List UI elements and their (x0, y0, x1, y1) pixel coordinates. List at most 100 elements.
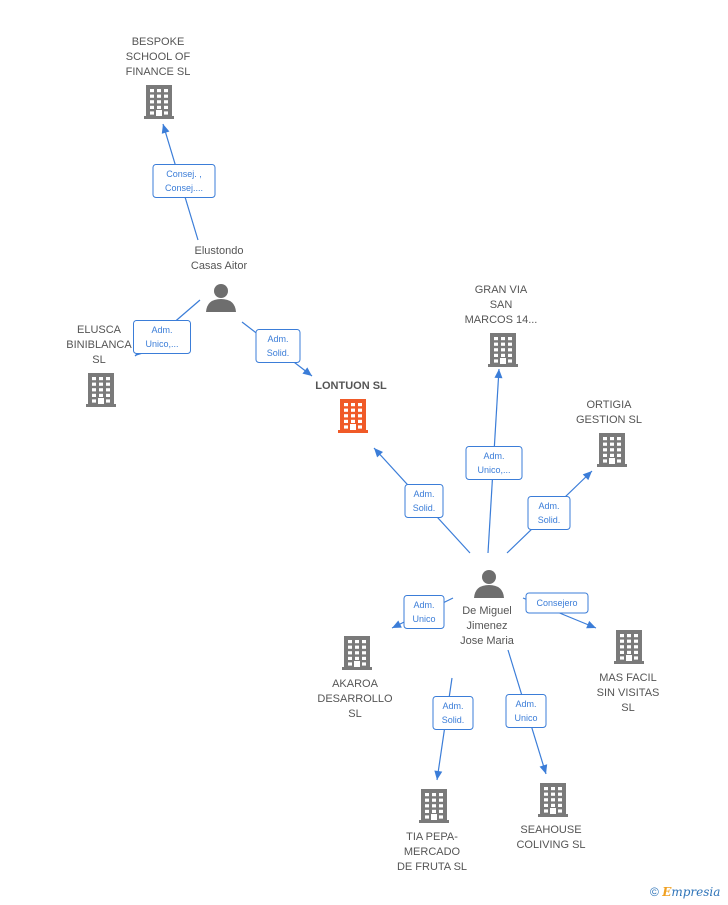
edge-elustondo-to-lontuon[interactable]: Adm. Solid. (241, 321, 313, 377)
node-lontuon[interactable]: LONTUON SL (315, 380, 387, 433)
node-label-line: SL (92, 354, 105, 366)
arrowhead-icon (494, 369, 503, 379)
node-label-line: DESARROLLO (317, 693, 393, 705)
building-icon (86, 373, 116, 407)
edge-label-line: Solid. (442, 715, 465, 725)
edge-label-line: Adm. (515, 699, 536, 709)
edge-demiguel-to-granvia[interactable]: Adm. Unico,... (465, 368, 523, 554)
person-icon (474, 570, 504, 598)
edge-label-box (465, 446, 523, 480)
node-label-line: Casas Aitor (191, 260, 248, 272)
node-label-line: SEAHOUSE (520, 824, 581, 836)
edge-label-line: Consej. , (166, 169, 202, 179)
node-label-line: DE FRUTA SL (397, 861, 467, 873)
edge-elustondo-to-elusca[interactable]: Adm.Unico,... (133, 299, 201, 357)
edge-label-line: Consejero (536, 598, 577, 608)
node-label-line: Jose Maria (460, 635, 515, 647)
edge-elustondo-to-bespoke[interactable]: Consej. , Consej.... (152, 123, 216, 241)
edge-label-line: Solid. (267, 348, 290, 358)
arrowhead-icon (434, 770, 443, 780)
edge-label-box (525, 592, 589, 614)
building-icon (144, 85, 174, 119)
node-label-line: De Miguel (462, 605, 512, 617)
building-icon (419, 789, 449, 823)
arrowhead-icon (582, 471, 592, 481)
brand-logo-name: mpresia (671, 885, 721, 899)
node-label-line: MARCOS 14... (465, 314, 538, 326)
edge-label-box (152, 164, 216, 198)
edge-demiguel-to-masfacil[interactable]: Consejero (522, 592, 597, 629)
node-akaroa[interactable]: AKAROA DESARROLLO SL (317, 636, 393, 720)
node-elusca[interactable]: ELUSCA BINIBLANCA SL (66, 324, 132, 407)
edge-label-line: Adm. (413, 489, 434, 499)
node-label-line: COLIVING SL (516, 839, 585, 851)
edge-label-line: Adm. (267, 334, 288, 344)
node-label-line: LONTUON SL (315, 380, 387, 392)
edge-label-line: Solid. (538, 515, 561, 525)
arrowhead-icon (302, 367, 312, 376)
edge-label-line: Unico,... (145, 339, 178, 349)
node-label-line: FINANCE SL (126, 66, 191, 78)
edge-label-line: Unico,... (477, 465, 510, 475)
edge-label-line: Adm. (538, 501, 559, 511)
arrowhead-icon (161, 124, 170, 134)
node-granvia[interactable]: GRAN VIA SAN MARCOS 14... (465, 284, 538, 367)
node-label-line: GESTION SL (576, 414, 642, 426)
arrowhead-icon (392, 620, 402, 628)
brand-footer: © Empresia (650, 885, 720, 899)
edge-label-box (133, 320, 191, 354)
node-label-line: SIN VISITAS (597, 687, 660, 699)
edge-demiguel-to-lontuon[interactable]: Adm. Solid. (373, 447, 471, 554)
edge-label-line: Adm. (442, 701, 463, 711)
edge-label-box (432, 696, 474, 730)
edge-label-line: Consej.... (165, 183, 203, 193)
edge-label-line: Solid. (413, 503, 436, 513)
arrowhead-icon (374, 448, 384, 458)
building-icon (488, 333, 518, 367)
node-label-line: SAN (490, 299, 513, 311)
edge-label-line: Unico (412, 614, 435, 624)
building-icon (342, 636, 372, 670)
node-label-line: SL (348, 708, 361, 720)
node-label-line: MERCADO (404, 846, 461, 858)
edge-label-box (255, 329, 301, 363)
edge-label-line: Adm. (413, 600, 434, 610)
edge-demiguel-to-akaroa[interactable]: Adm. Unico (391, 595, 454, 629)
node-tiapepa[interactable]: TIA PEPA- MERCADO DE FRUTA SL (397, 789, 467, 873)
edge-label-box (404, 484, 444, 518)
node-label-line: AKAROA (332, 678, 379, 690)
building-icon (338, 399, 368, 433)
node-label-line: SCHOOL OF (126, 51, 191, 63)
node-label-line: BINIBLANCA (66, 339, 132, 351)
copyright-icon: © (650, 885, 659, 899)
edge-label-box (403, 595, 445, 629)
arrowhead-icon (539, 764, 548, 774)
person-icon (206, 284, 236, 312)
edge-label-box (505, 694, 547, 728)
edge-demiguel-to-ortigia[interactable]: Adm. Solid. (506, 470, 593, 554)
edge-label-line: Adm. (483, 451, 504, 461)
node-label-line: GRAN VIA (475, 284, 528, 296)
arrowhead-icon (586, 620, 596, 629)
node-ortigia[interactable]: ORTIGIA GESTION SL (576, 399, 642, 467)
edge-demiguel-to-tiapepa[interactable]: Adm. Solid. (432, 677, 474, 781)
node-label-line: SL (621, 702, 634, 714)
edges-layer: Consej. ,Consej....Adm.Unico,...Adm.Soli… (133, 123, 597, 781)
node-seahouse[interactable]: SEAHOUSE COLIVING SL (516, 783, 586, 851)
edge-label-box (527, 496, 571, 530)
building-icon (538, 783, 568, 817)
node-label-line: Jimenez (467, 620, 508, 632)
node-label-line: ELUSCA (77, 324, 122, 336)
node-label-line: Elustondo (195, 245, 244, 257)
node-label-line: TIA PEPA- (406, 831, 458, 843)
edge-demiguel-to-seahouse[interactable]: Adm. Unico (505, 649, 548, 775)
edge-label-line: Unico (514, 713, 537, 723)
brand-logo-letter: E (662, 885, 672, 899)
node-label-line: ORTIGIA (586, 399, 632, 411)
